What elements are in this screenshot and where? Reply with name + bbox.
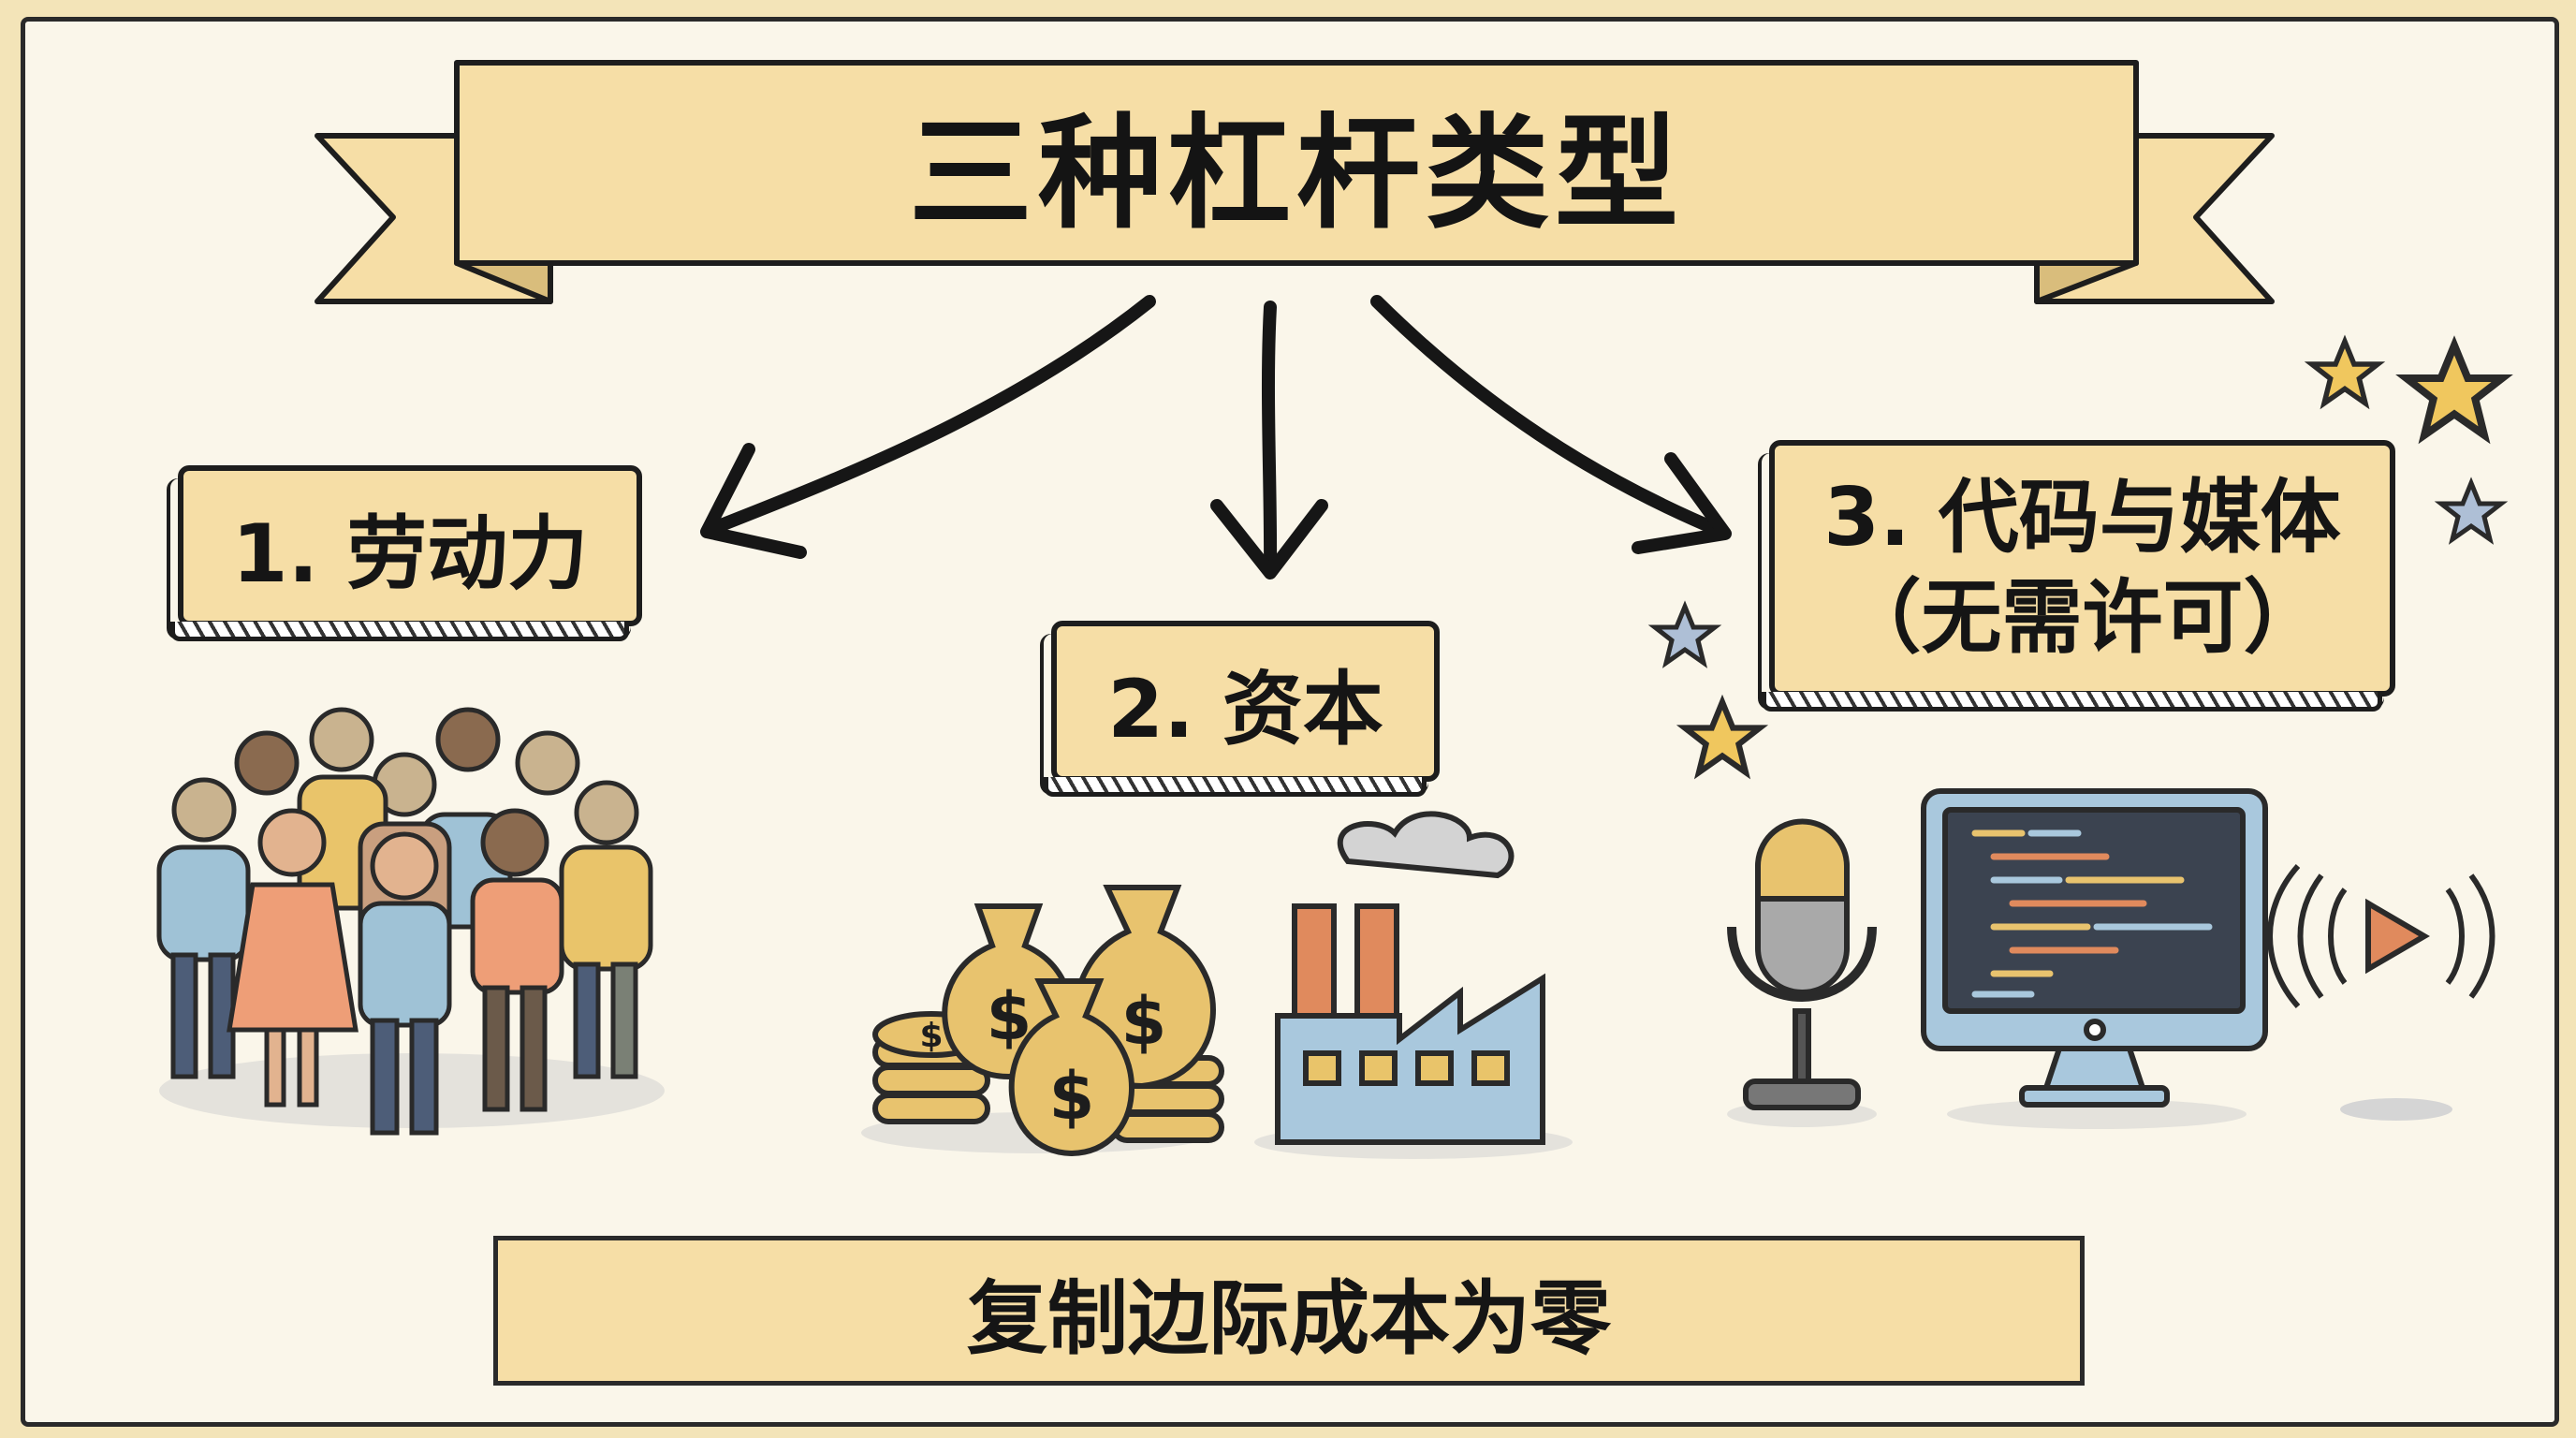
money-bag-icon: $$$$ xyxy=(861,885,1224,1157)
monitor-code-icon xyxy=(1921,788,2268,1129)
people-group-icon xyxy=(156,707,665,1136)
category-sublabel: （无需许可） xyxy=(1840,571,2324,665)
star-icon xyxy=(1647,334,2513,780)
svg-text:$: $ xyxy=(1049,1058,1095,1135)
svg-text:$: $ xyxy=(1121,983,1167,1060)
category-labor: 1. 劳动力 xyxy=(170,465,642,641)
category-code-media: 3. 代码与媒体 （无需许可） xyxy=(1762,440,2395,712)
banner-ribbon xyxy=(315,60,2275,304)
arrows xyxy=(700,295,1732,580)
category-label: 2. 资本 xyxy=(1107,662,1383,756)
svg-text:$: $ xyxy=(919,1017,943,1055)
arrow-right xyxy=(1370,295,1729,538)
category-label: 3. 代码与媒体 xyxy=(1823,470,2341,565)
category-capital: 2. 资本 xyxy=(1044,621,1440,797)
category-label: 1. 劳动力 xyxy=(231,506,589,601)
page-title: 三种杠杆类型 xyxy=(909,101,1684,246)
svg-text:$: $ xyxy=(987,978,1032,1055)
arrow-left xyxy=(705,295,1156,536)
footer-caption: 复制边际成本为零 xyxy=(493,1236,2085,1386)
footer-text: 复制边际成本为零 xyxy=(967,1271,1611,1366)
arrow-center xyxy=(1261,301,1278,578)
play-icon xyxy=(2267,864,2496,1121)
factory-icon xyxy=(1254,811,1573,1159)
microphone-icon xyxy=(1727,818,1877,1127)
